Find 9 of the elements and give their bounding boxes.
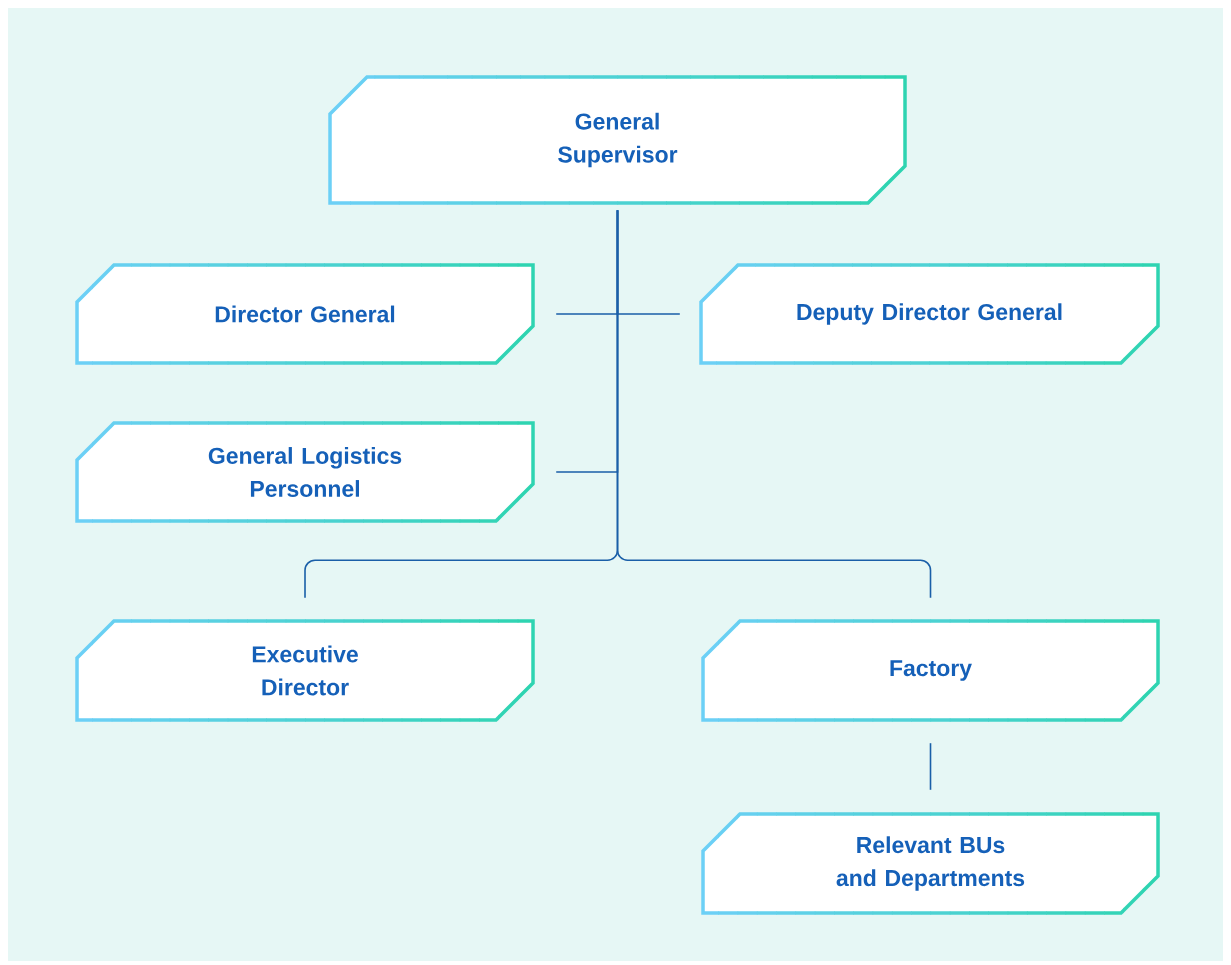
org-box: Executive Director bbox=[75, 619, 535, 722]
org-box: Relevant BUs and Departments bbox=[701, 812, 1160, 915]
connector-line bbox=[929, 742, 932, 791]
org-box: Factory bbox=[701, 619, 1160, 722]
org-box: General Logistics Personnel bbox=[75, 421, 535, 523]
connector-line bbox=[616, 209, 932, 599]
org-box: Director General bbox=[75, 263, 535, 365]
org-box: General Supervisor bbox=[328, 75, 907, 205]
org-box: Deputy Director General bbox=[699, 263, 1160, 365]
